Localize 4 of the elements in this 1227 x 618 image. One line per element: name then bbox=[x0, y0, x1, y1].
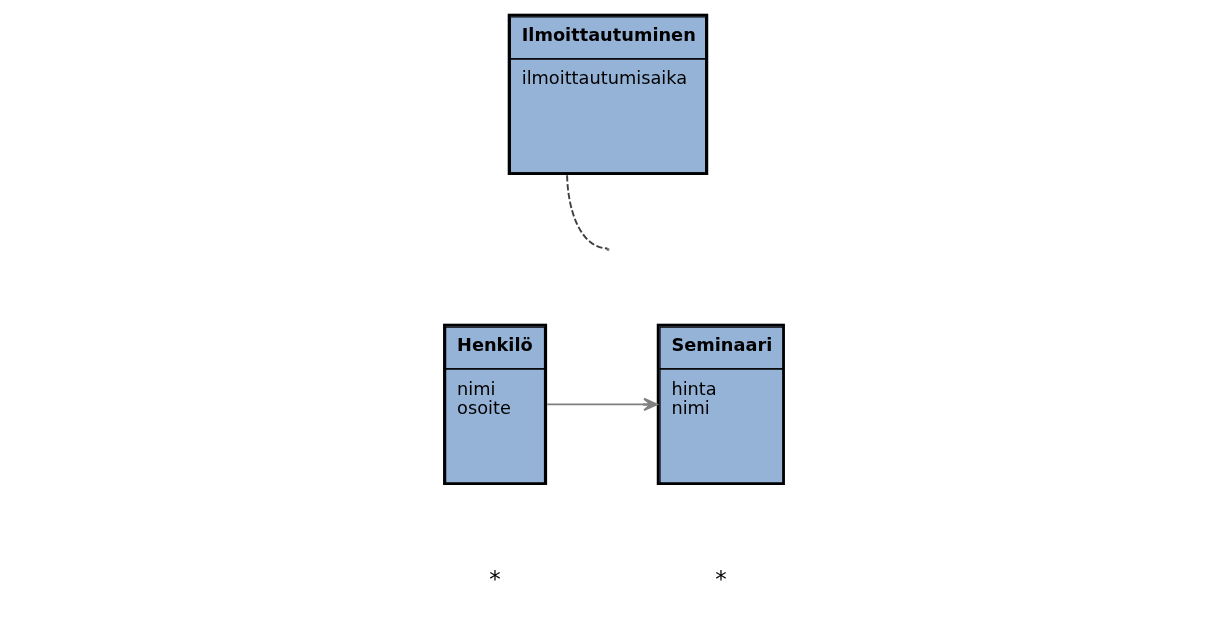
label: * bbox=[488, 565, 501, 592]
arrow bbox=[545, 397, 658, 412]
connector bbox=[565, 174, 608, 250]
label: * bbox=[714, 565, 727, 592]
